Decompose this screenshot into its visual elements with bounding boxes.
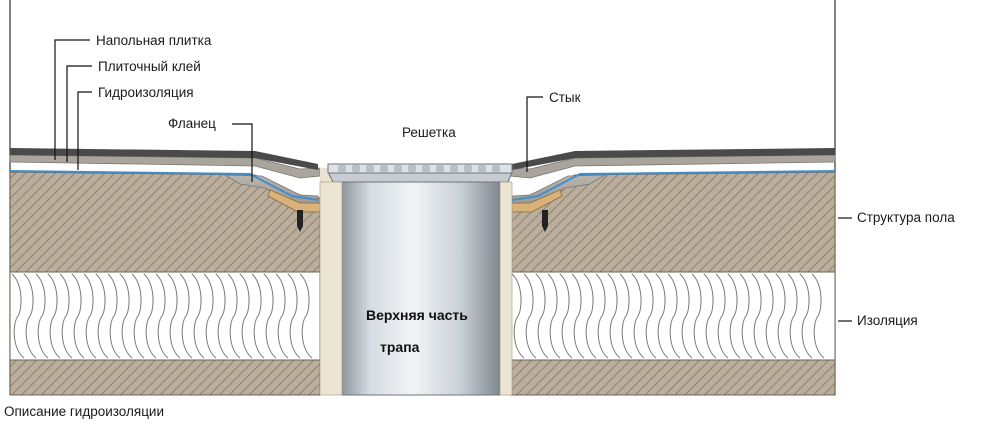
label-joint: Стык [549, 90, 581, 105]
grate-bar [394, 165, 402, 172]
insulation-loop [643, 273, 657, 359]
grate-bar [408, 165, 416, 172]
label-drain-top-line2: трапа [380, 339, 420, 355]
insulation-loop [35, 273, 49, 359]
insulation-loop [227, 273, 241, 359]
insulation-loop [523, 273, 537, 359]
insulation-loop [715, 273, 729, 359]
grate-bar [380, 165, 388, 172]
insulation-loop [203, 273, 217, 359]
insulation-loop [95, 273, 109, 359]
insulation-loop [679, 273, 693, 359]
insulation-loop [83, 273, 97, 359]
insulation-loop [119, 273, 133, 359]
insulation-loop [107, 273, 121, 359]
insulation-loop [799, 273, 813, 359]
insulation-loop [763, 273, 777, 359]
grate-bar [338, 165, 346, 172]
insulation-loop [571, 273, 585, 359]
left-floor-structure [9, 148, 329, 396]
grate-bar [450, 165, 458, 172]
grate-bar [436, 165, 444, 172]
insulation-loop [667, 273, 681, 359]
drain-pipe-icon [319, 163, 513, 396]
insulation-loop [751, 273, 765, 359]
insulation-loop [691, 273, 705, 359]
figure-caption: Описание гидроизоляции [4, 404, 165, 419]
label-floor-tile: Напольная плитка [96, 33, 212, 48]
grate-bar [478, 165, 486, 172]
label-floor-structure: Структура пола [857, 210, 955, 225]
label-drain-top-line1: Верхняя часть [366, 307, 468, 323]
insulation-loop [239, 273, 253, 359]
insulation-loop [727, 273, 741, 359]
insulation-loop [655, 273, 669, 359]
insulation-loop [71, 273, 85, 359]
insulation-loop [787, 273, 801, 359]
grate-bar [366, 165, 374, 172]
insulation-loop [59, 273, 73, 359]
grate-bar [422, 165, 430, 172]
label-tile-adhesive: Плиточный клей [98, 59, 201, 74]
insulation-loop [595, 273, 609, 359]
insulation-loop [739, 273, 753, 359]
insulation-loop [11, 273, 25, 359]
insulation-loop [775, 273, 789, 359]
grate-bar [492, 165, 500, 172]
insulation-loop [155, 273, 169, 359]
insulation-loop [143, 273, 157, 359]
label-waterproofing: Гидроизоляция [98, 85, 194, 100]
grate-icon [327, 163, 513, 174]
insulation-loop [167, 273, 181, 359]
insulation-loop [251, 273, 265, 359]
label-flange: Фланец [168, 116, 216, 131]
grate-bar [464, 165, 472, 172]
insulation-loop [535, 273, 549, 359]
right-floor-structure [501, 148, 836, 396]
insulation-loop [215, 273, 229, 359]
insulation-loop [131, 273, 145, 359]
insulation-loop [275, 273, 289, 359]
insulation-loop [559, 273, 573, 359]
label-grate: Решетка [402, 125, 456, 140]
insulation-loop [703, 273, 717, 359]
insulation-loop [583, 273, 597, 359]
insulation-loop [287, 273, 301, 359]
insulation-loop [299, 273, 313, 359]
insulation-loop [191, 273, 205, 359]
insulation-loop [631, 273, 645, 359]
insulation-loop [619, 273, 633, 359]
leader-lines [54, 39, 852, 322]
insulation-loop [547, 273, 561, 359]
grate-bar [352, 165, 360, 172]
insulation-loop [47, 273, 61, 359]
flange-anchor-icon [297, 210, 303, 226]
insulation-loop [511, 273, 525, 359]
insulation-loop [607, 273, 621, 359]
insulation-loop [811, 273, 825, 359]
insulation-loop [23, 273, 37, 359]
label-insulation: Изоляция [857, 313, 918, 328]
insulation-loop [263, 273, 277, 359]
insulation-loop [179, 273, 193, 359]
